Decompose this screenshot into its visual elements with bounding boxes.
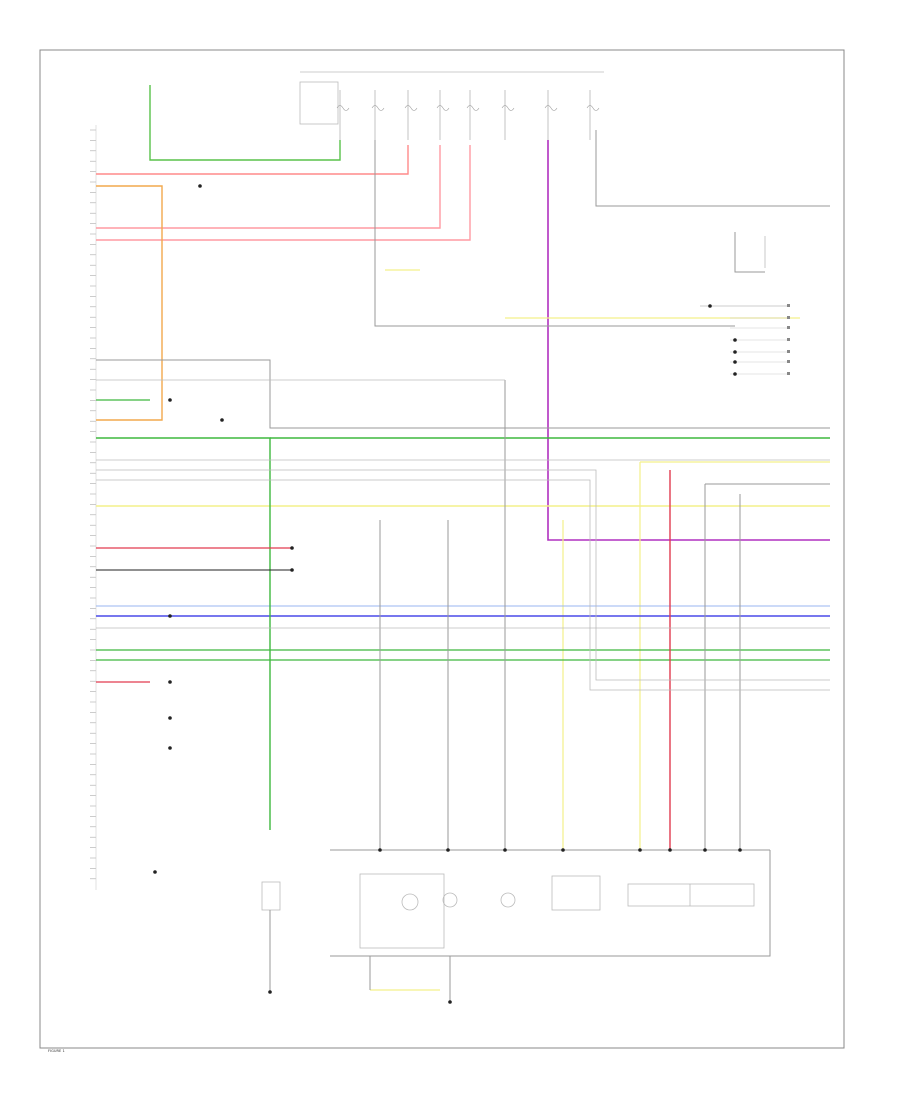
pin-terminal bbox=[787, 372, 790, 375]
connector-dot bbox=[378, 848, 382, 852]
pin-terminal bbox=[787, 316, 790, 319]
connector-dot bbox=[708, 304, 712, 308]
pin-terminal bbox=[787, 360, 790, 363]
wire-red-1 bbox=[96, 145, 409, 175]
connector-dot bbox=[733, 350, 737, 354]
connector-dot bbox=[703, 848, 707, 852]
pin-terminal bbox=[787, 326, 790, 329]
wire-orange bbox=[96, 185, 163, 421]
fuse-panel bbox=[299, 71, 604, 140]
connector-dot bbox=[220, 418, 224, 422]
pin-terminal bbox=[787, 304, 790, 307]
connector-dot bbox=[168, 746, 172, 750]
wire-crimson bbox=[96, 470, 671, 850]
connector-dot bbox=[733, 360, 737, 364]
connector-dot bbox=[268, 990, 272, 994]
pin-terminal bbox=[787, 350, 790, 353]
connector-dot bbox=[448, 1000, 452, 1004]
connector-dot bbox=[503, 848, 507, 852]
connector-dot bbox=[153, 870, 157, 874]
connector-dot bbox=[446, 848, 450, 852]
right-connector-block bbox=[700, 232, 790, 375]
pin-terminal bbox=[787, 338, 790, 341]
diagram-frame bbox=[39, 49, 845, 1049]
connector-dot bbox=[733, 372, 737, 376]
connector-dot bbox=[290, 568, 294, 572]
wire-green-top bbox=[149, 85, 341, 161]
connector-dot bbox=[198, 184, 202, 188]
footer-code: FIGURE 1 bbox=[48, 1049, 65, 1053]
labels: FIGURE 1 bbox=[48, 1049, 65, 1053]
connector-dot bbox=[290, 546, 294, 550]
connector-dot bbox=[168, 614, 172, 618]
connector-dot bbox=[668, 848, 672, 852]
wire-gray bbox=[96, 130, 830, 850]
connector-dot bbox=[638, 848, 642, 852]
connector-dot bbox=[561, 848, 565, 852]
connector-dot bbox=[733, 338, 737, 342]
wire-yellow bbox=[96, 269, 830, 991]
connector-dot bbox=[168, 716, 172, 720]
wire-purple bbox=[547, 140, 830, 541]
left-connector-pins bbox=[90, 125, 97, 890]
connector-dot bbox=[168, 398, 172, 402]
wire-green-mid bbox=[96, 399, 830, 830]
bottom-module bbox=[261, 849, 771, 1002]
wire-red-2 bbox=[96, 145, 471, 241]
connector-dots bbox=[153, 184, 742, 1004]
connector-dot bbox=[738, 848, 742, 852]
connector-dot bbox=[168, 680, 172, 684]
